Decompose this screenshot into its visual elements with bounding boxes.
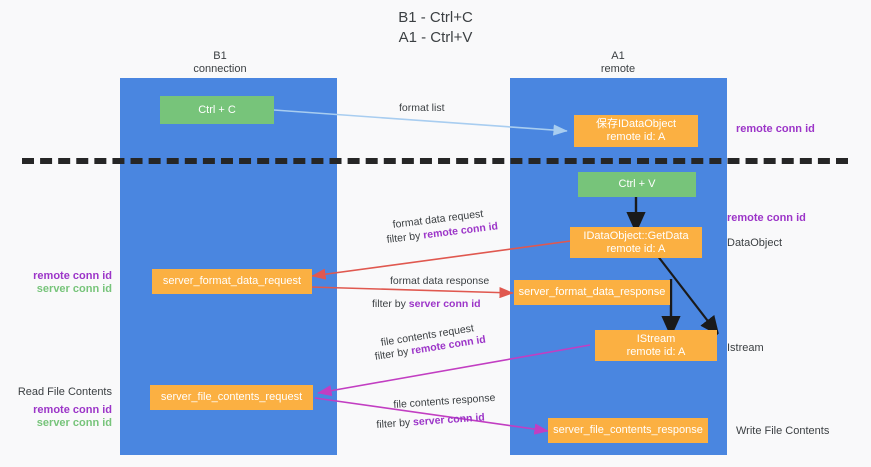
node-getdata-line1: IDataObject::GetData xyxy=(583,229,689,242)
node-ctrl-v-label: Ctrl + V xyxy=(618,178,656,190)
node-server-file-contents-request[interactable]: server_file_contents_request xyxy=(150,385,313,410)
node-server-file-contents-response-label: server_file_contents_response xyxy=(553,424,703,436)
node-ctrl-c[interactable]: Ctrl + C xyxy=(160,96,274,124)
node-server-format-data-response-label: server_format_data_response xyxy=(518,286,666,298)
annotation-right-mid-remote-conn-id: remote conn id xyxy=(727,212,806,224)
annotation-left-remote-conn-id: remote conn id xyxy=(33,270,112,282)
edge-filter-prefix-3: filter by xyxy=(374,345,413,363)
node-server-format-data-request-label: server_format_data_request xyxy=(162,275,302,287)
edge-filter-key-server-conn-id-2: server conn id xyxy=(412,411,486,429)
node-server-file-contents-request-label: server_file_contents_request xyxy=(160,391,303,403)
column-a1-name: A1 xyxy=(611,50,625,62)
edge-filter-prefix-4: filter by xyxy=(376,416,414,431)
edge-label-format-list: format list xyxy=(399,102,445,115)
edge-label-format-list-text: format list xyxy=(399,102,445,114)
node-server-format-data-request[interactable]: server_format_data_request xyxy=(152,269,312,294)
edge-label-file-contents-response-text: file contents response xyxy=(393,391,496,411)
node-getdata-line2: remote id: A xyxy=(606,242,666,255)
edge-label-format-data-response-text: format data response xyxy=(390,275,490,287)
annotation-left-read-file-contents: Read File Contents xyxy=(17,386,112,398)
annotation-left-server-conn-id: server conn id xyxy=(36,283,112,295)
edge-filter-prefix: filter by xyxy=(386,229,424,246)
column-caption-a1: A1 remote xyxy=(548,50,688,76)
node-server-file-contents-response[interactable]: server_file_contents_response xyxy=(548,418,708,443)
diagram-title: B1 - Ctrl+C A1 - Ctrl+V xyxy=(0,8,871,48)
node-idataobject-getdata[interactable]: IDataObject::GetData remote id: A xyxy=(570,227,702,258)
annotation-right-istream: Istream xyxy=(727,342,764,354)
column-b1-sub: connection xyxy=(193,63,247,75)
node-save-idataobject-line2: remote id: A xyxy=(606,131,666,143)
annotation-left-server-conn-id-2: server conn id xyxy=(36,417,112,429)
node-ctrl-c-label: Ctrl + C xyxy=(198,103,236,116)
column-a1-sub: remote xyxy=(600,63,636,75)
node-istream-line1: IStream xyxy=(636,332,676,345)
edge-filter-key-server-conn-id: server conn id xyxy=(408,298,481,310)
title-line-2: A1 - Ctrl+V xyxy=(398,29,473,46)
column-b1-name: B1 xyxy=(213,50,227,62)
node-istream-line2: remote id: A xyxy=(626,345,686,358)
node-server-format-data-response[interactable]: server_format_data_response xyxy=(514,280,670,305)
node-save-idataobject-line1: 保存IDataObject xyxy=(595,118,677,130)
edge-label-format-data-response: format data response xyxy=(390,275,489,288)
edge-filter-prefix-2: filter by xyxy=(372,298,409,310)
edge-label-format-data-response-filter: filter by server conn id xyxy=(372,298,481,311)
phase-divider xyxy=(22,158,848,164)
annotation-right-dataobject: DataObject xyxy=(727,237,783,249)
column-caption-b1: B1 connection xyxy=(150,50,290,76)
edge-label-file-contents-response: file contents response xyxy=(393,392,496,412)
node-save-idataobject[interactable]: 保存IDataObject remote id: A xyxy=(574,115,698,147)
annotation-left-remote-conn-id-2: remote conn id xyxy=(33,404,112,416)
node-istream[interactable]: IStream remote id: A xyxy=(595,330,717,361)
node-ctrl-v[interactable]: Ctrl + V xyxy=(578,172,696,197)
edge-label-file-contents-response-filter: filter by server conn id xyxy=(376,411,485,432)
title-line-1: B1 - Ctrl+C xyxy=(398,9,473,26)
annotation-right-top-remote-conn-id: remote conn id xyxy=(736,123,815,135)
annotation-right-write-file-contents: Write File Contents xyxy=(736,425,830,437)
